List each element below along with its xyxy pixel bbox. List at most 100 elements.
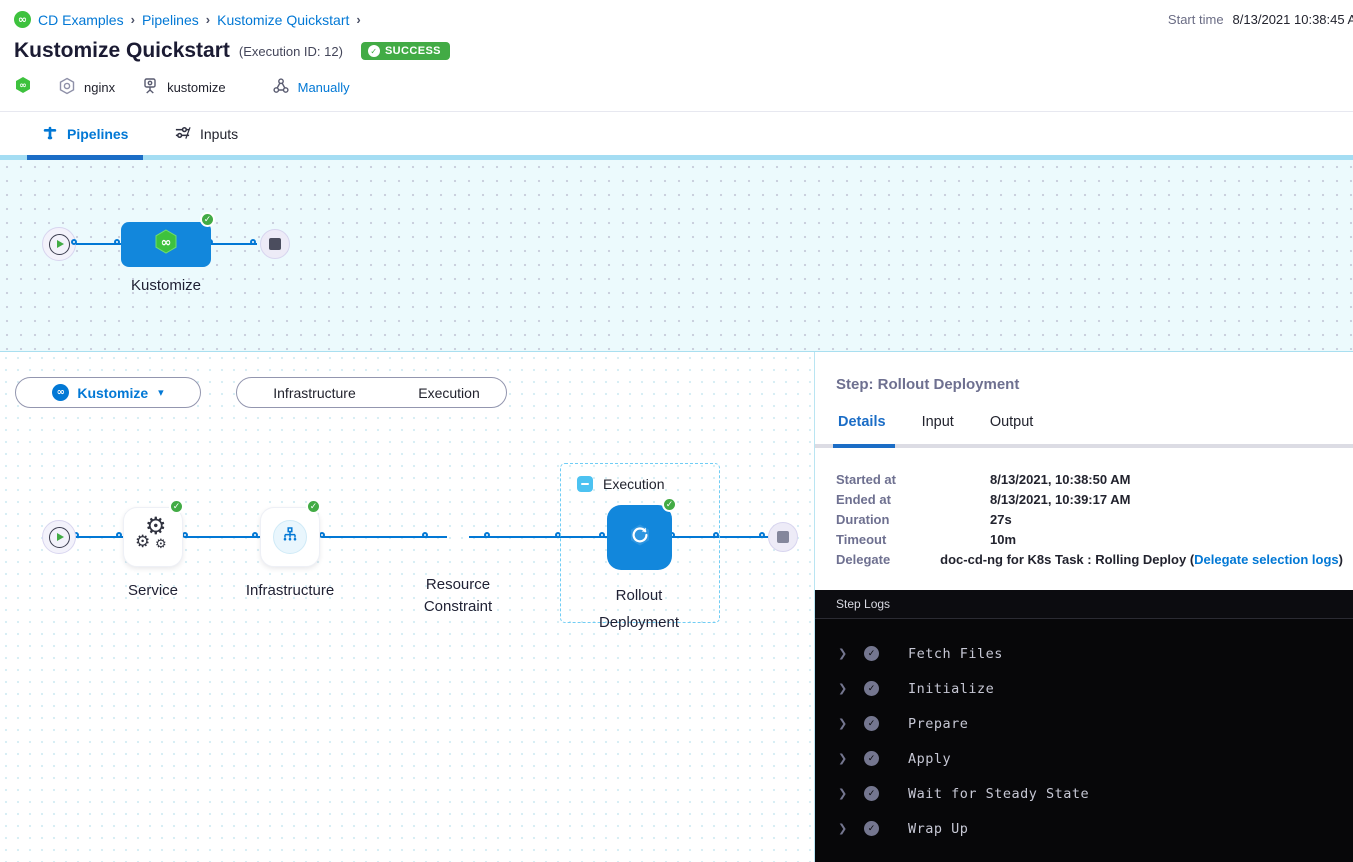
page-title: Kustomize Quickstart	[14, 39, 230, 62]
success-check-icon: ✓	[864, 786, 879, 801]
connector-line	[211, 243, 257, 245]
service-hexagon-icon	[58, 77, 76, 98]
chevron-right-icon: ❯	[838, 787, 848, 800]
stage-graph-canvas[interactable]: ∞ ✓ Kustomize	[0, 160, 1353, 352]
chevron-down-icon: ▾	[158, 386, 164, 399]
detail-row-duration: Duration 27s	[836, 509, 1343, 529]
step-label-resource-constraint: Resource Constraint	[423, 576, 493, 615]
step-logs-panel: Step Logs ❯ ✓ Fetch Files ❯ ✓ Initialize…	[815, 590, 1353, 862]
detail-row-started-at: Started at 8/13/2021, 10:38:50 AM	[836, 469, 1343, 489]
connector-dot	[250, 239, 256, 245]
kustomize-stage-icon: ∞	[52, 384, 70, 401]
execution-graph-canvas[interactable]: ∞ Kustomize ▾ Infrastructure Execution	[0, 352, 815, 862]
log-section-label: Wait for Steady State	[908, 785, 1090, 802]
tab-details[interactable]: Details	[838, 414, 886, 430]
start-time-label: Start time	[1167, 12, 1224, 27]
breadcrumb-link-cd-examples[interactable]: CD Examples	[38, 11, 124, 28]
connector-dot	[182, 532, 188, 538]
execution-group-box: Execution	[560, 463, 720, 623]
step-logs-header: Step Logs	[815, 590, 1353, 619]
collapse-minus-icon[interactable]	[577, 476, 593, 492]
breadcrumb-separator: ›	[356, 12, 361, 27]
log-section-fetch-files[interactable]: ❯ ✓ Fetch Files	[815, 636, 1353, 671]
step-panel-title: Step: Rollout Deployment	[836, 376, 1020, 393]
connector-dot	[319, 532, 325, 538]
execution-end-node[interactable]	[768, 522, 798, 552]
detail-value: 27s	[990, 511, 1012, 527]
harness-cd-icon: ∞	[14, 76, 32, 98]
environment-name: kustomize	[167, 79, 226, 95]
start-time: Start time 8/13/2021 10:38:45 AM	[1168, 12, 1353, 27]
execution-group-label: Execution	[603, 476, 665, 492]
tab-output[interactable]: Output	[989, 414, 1034, 430]
stop-icon	[777, 531, 789, 543]
check-icon: ✓	[367, 45, 380, 57]
step-details-list: Started at 8/13/2021, 10:38:50 AM Ended …	[836, 469, 1343, 569]
lower-split: ∞ Kustomize ▾ Infrastructure Execution	[0, 352, 1353, 862]
success-check-badge: ✓	[306, 499, 321, 514]
stage-node-kustomize[interactable]: ∞	[121, 222, 211, 267]
stage-node-label: Kustomize	[130, 277, 202, 294]
log-section-prepare[interactable]: ❯ ✓ Prepare	[815, 706, 1353, 741]
step-label-service: Service	[127, 582, 179, 599]
log-section-wait-for-steady-state[interactable]: ❯ ✓ Wait for Steady State	[815, 776, 1353, 811]
delegate-value-suffix: )	[1338, 551, 1343, 567]
chevron-right-icon: ❯	[838, 682, 848, 695]
breadcrumb: ∞ CD Examples › Pipelines › Kustomize Qu…	[14, 11, 361, 28]
step-panel-tabs: Details Input Output	[838, 414, 1033, 430]
kustomize-stage-icon: ∞	[151, 227, 181, 262]
step-details-panel: Step: Rollout Deployment Details Input O…	[815, 352, 1353, 862]
connector-dot	[116, 532, 122, 538]
tabstrip-active-underline	[27, 155, 143, 160]
detail-row-ended-at: Ended at 8/13/2021, 10:39:17 AM	[836, 489, 1343, 509]
toggle-execution[interactable]: Execution	[418, 384, 480, 401]
step-node-service[interactable]: ⚙ ⚙ ⚙	[123, 507, 183, 567]
connector-dot	[759, 532, 765, 538]
trigger-manually-link[interactable]: Manually	[297, 79, 350, 95]
svg-text:∞: ∞	[19, 81, 27, 91]
meta-row: ∞ nginx kustomize Manually	[14, 76, 350, 98]
status-badge-label: SUCCESS	[384, 45, 441, 57]
step-logs-title: Step Logs	[836, 597, 891, 611]
log-section-apply[interactable]: ❯ ✓ Apply	[815, 741, 1353, 776]
gears-icon: ⚙ ⚙ ⚙	[135, 512, 167, 552]
status-badge: ✓ SUCCESS	[360, 42, 450, 60]
step-node-infrastructure[interactable]	[260, 507, 320, 567]
success-check-icon: ✓	[864, 716, 879, 731]
detail-label: Duration	[836, 511, 890, 527]
log-section-label: Wrap Up	[908, 820, 969, 837]
success-check-badge: ✓	[200, 212, 215, 227]
connector-dot	[484, 532, 490, 538]
chevron-right-icon: ❯	[838, 822, 848, 835]
chevron-right-icon: ❯	[838, 717, 848, 730]
infrastructure-icon	[282, 526, 298, 548]
tab-input[interactable]: Input	[921, 414, 954, 430]
environment-icon	[141, 77, 159, 98]
detail-label: Delegate	[836, 551, 891, 567]
play-icon	[56, 240, 64, 248]
tab-pipelines[interactable]: Pipelines	[42, 112, 128, 156]
breadcrumb-link-pipelines[interactable]: Pipelines	[141, 11, 199, 28]
connector-dot	[599, 532, 605, 538]
detail-value: 8/13/2021, 10:39:17 AM	[990, 491, 1131, 507]
step-label-infrastructure: Infrastructure	[245, 582, 335, 599]
execution-id: (Execution ID: 12)	[238, 43, 343, 59]
delegate-value-prefix: doc-cd-ng for K8s Task : Rolling Deploy …	[940, 551, 1195, 567]
tab-inputs[interactable]: Inputs	[174, 112, 238, 156]
execution-start-node[interactable]	[42, 520, 76, 554]
toggle-infrastructure[interactable]: Infrastructure	[273, 384, 356, 401]
step-node-rollout-deployment[interactable]	[607, 505, 672, 570]
log-section-wrap-up[interactable]: ❯ ✓ Wrap Up	[815, 811, 1353, 846]
log-section-initialize[interactable]: ❯ ✓ Initialize	[815, 671, 1353, 706]
inputs-tab-icon	[174, 124, 191, 144]
stage-selector-dropdown[interactable]: ∞ Kustomize ▾	[15, 377, 201, 408]
breadcrumb-link-kustomize-quickstart[interactable]: Kustomize Quickstart	[217, 11, 350, 28]
log-section-label: Fetch Files	[908, 645, 1003, 662]
execution-group-tag: Execution	[577, 476, 664, 492]
header: ∞ CD Examples › Pipelines › Kustomize Qu…	[0, 0, 1353, 111]
success-check-icon: ✓	[864, 751, 879, 766]
tab-inputs-label: Inputs	[200, 126, 239, 142]
stage-end-node[interactable]	[260, 229, 290, 259]
delegate-selection-logs-link[interactable]: Delegate selection logs	[1194, 551, 1339, 567]
